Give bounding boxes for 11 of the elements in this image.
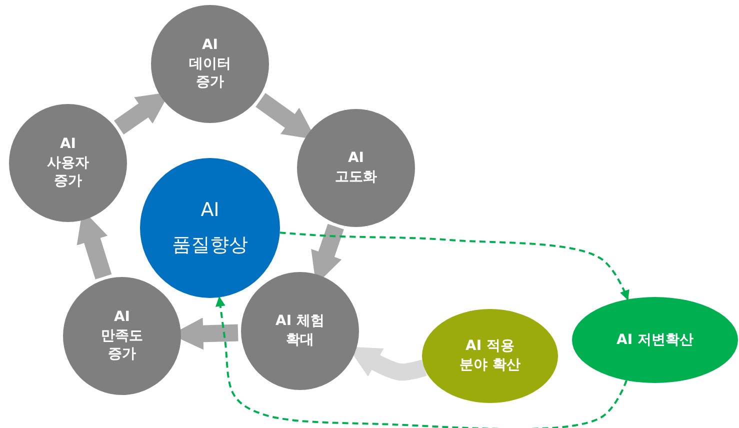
node-label: AI 만족도 증가 (100, 308, 144, 364)
node-label: AI 사용자 증가 (46, 134, 90, 192)
node-label: AI 고도화 (334, 149, 378, 187)
node-label: AI 데이터 증가 (188, 36, 232, 92)
node-label: AI 체험 확대 (274, 312, 326, 350)
node-label: 품질향상 (172, 234, 248, 257)
node-label: AI (200, 199, 220, 222)
node-label: AI 적용 분야 확산 (458, 337, 522, 375)
dashed-arrow (280, 232, 630, 300)
dashed-arrow (215, 296, 628, 428)
node-label: AI 저변확산 (616, 330, 694, 350)
